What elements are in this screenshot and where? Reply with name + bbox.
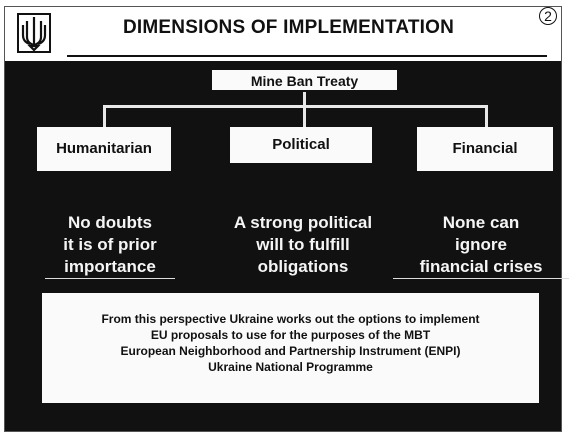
description-political: A strong political will to fulfill oblig…: [203, 212, 403, 278]
dimension-political: Political: [230, 127, 372, 163]
ukraine-trident-emblem-icon: [17, 13, 51, 53]
description-line: financial crises: [393, 256, 569, 279]
description-line: No doubts: [67, 213, 153, 232]
description-line: ignore: [455, 235, 507, 254]
description-line: obligations: [257, 257, 349, 276]
slide: DIMENSIONS OF IMPLEMENTATION 2 Mine Ban …: [4, 6, 569, 432]
connector-left: [103, 105, 106, 127]
page-title: DIMENSIONS OF IMPLEMENTATION: [123, 17, 455, 38]
summary-line: From this perspective Ukraine works out …: [101, 312, 480, 326]
summary-line: EU proposals to use for the purposes of …: [150, 328, 431, 342]
connector-right: [485, 105, 488, 127]
description-humanitarian: No doubts it is of prior importance: [45, 212, 175, 279]
description-line: A strong political: [233, 213, 373, 232]
summary-box: From this perspective Ukraine works out …: [42, 293, 539, 403]
description-financial: None can ignore financial crises: [393, 212, 569, 279]
summary-line: European Neighborhood and Partnership In…: [120, 344, 461, 358]
description-line: importance: [45, 256, 175, 279]
connector-trunk: [303, 92, 306, 106]
summary-line: Ukraine National Programme: [208, 360, 373, 374]
header: DIMENSIONS OF IMPLEMENTATION 2: [5, 7, 561, 61]
dimension-humanitarian: Humanitarian: [37, 127, 171, 171]
description-line: will to fulfill: [256, 235, 350, 254]
description-line: it is of prior: [63, 235, 157, 254]
page-number: 2: [539, 7, 557, 25]
header-divider: [67, 55, 547, 57]
connector-center: [303, 105, 306, 127]
description-line: None can: [442, 213, 520, 232]
connector-horizontal: [103, 105, 488, 108]
dimension-financial: Financial: [417, 127, 553, 171]
root-node-mine-ban-treaty: Mine Ban Treaty: [212, 70, 397, 92]
